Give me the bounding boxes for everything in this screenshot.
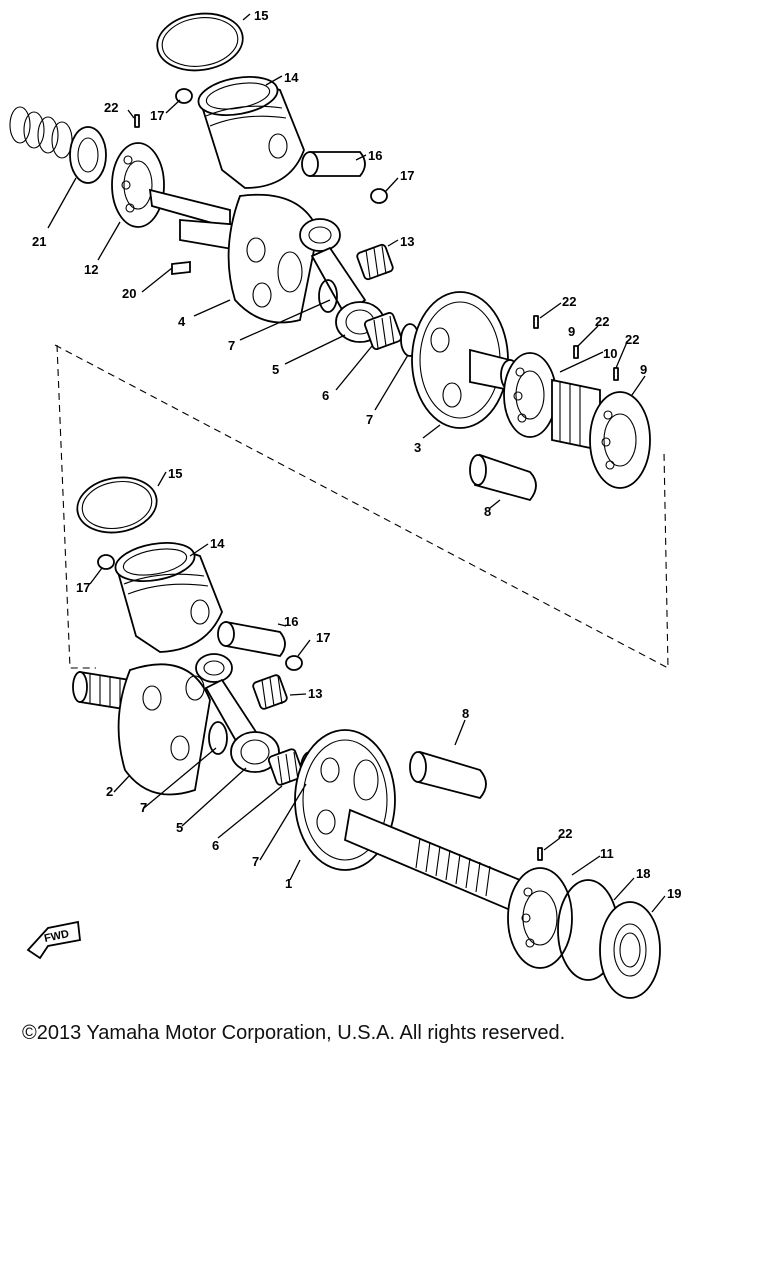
lower-piston-pin xyxy=(217,620,286,657)
copyright-notice: ©2013 Yamaha Motor Corporation, U.S.A. A… xyxy=(22,1022,566,1044)
part-label: 7 xyxy=(252,854,259,869)
upper-crank-shaft-left xyxy=(148,188,241,252)
part-label: 13 xyxy=(400,234,414,249)
part-label: 18 xyxy=(636,866,650,881)
part-label: 16 xyxy=(368,148,382,163)
exploded-parts-diagram: 15 14 17 22 16 17 21 12 13 20 4 22 9 22 … xyxy=(9,8,681,999)
upper-labyrinth-seal xyxy=(551,378,601,452)
part-label: 9 xyxy=(640,362,647,377)
part-label: 13 xyxy=(308,686,322,701)
part-labels: 15 14 17 22 16 17 21 12 13 20 4 22 9 22 … xyxy=(32,8,681,901)
part-label: 5 xyxy=(176,820,183,835)
upper-left-bearing xyxy=(111,142,165,228)
part-label: 22 xyxy=(558,826,572,841)
assembly-dash-outline xyxy=(54,344,669,669)
lower-small-end-bearing xyxy=(252,674,288,710)
fwd-label: FWD xyxy=(43,928,70,945)
part-label: 17 xyxy=(400,168,414,183)
upper-small-end-bearing xyxy=(356,243,394,281)
part-label: 8 xyxy=(484,504,491,519)
part-label: 14 xyxy=(284,70,299,85)
part-label: 15 xyxy=(168,466,182,481)
lower-piston-ring xyxy=(76,476,158,534)
part-label: 21 xyxy=(32,234,46,249)
lower-circlip-right xyxy=(285,655,303,671)
upper-woodruff-key xyxy=(171,260,191,276)
part-label: 20 xyxy=(122,286,136,301)
part-label: 3 xyxy=(414,440,421,455)
part-label: 17 xyxy=(316,630,330,645)
upper-circlip-right xyxy=(370,188,388,204)
lower-oil-seal xyxy=(599,901,661,999)
lower-circlip-left xyxy=(97,554,115,570)
lower-piston xyxy=(114,542,223,653)
part-label: 15 xyxy=(254,8,268,23)
upper-oil-seal xyxy=(69,126,107,184)
part-label: 7 xyxy=(228,338,235,353)
part-label: 5 xyxy=(272,362,279,377)
lower-main-shaft xyxy=(343,808,521,914)
upper-piston-pin xyxy=(301,151,366,177)
upper-right-bearing-a xyxy=(503,352,557,438)
part-label: 7 xyxy=(140,800,147,815)
upper-spring-coils xyxy=(9,106,73,159)
leader-lines xyxy=(47,13,666,913)
part-label: 14 xyxy=(210,536,225,551)
part-label: 2 xyxy=(106,784,113,799)
part-label: 22 xyxy=(595,314,609,329)
lower-crank-web-left xyxy=(117,663,211,796)
part-label: 1 xyxy=(285,876,292,891)
part-label: 10 xyxy=(603,346,617,361)
part-label: 12 xyxy=(84,262,98,277)
part-label: 22 xyxy=(562,294,576,309)
upper-crank-web-left xyxy=(227,193,319,324)
lower-big-end-bearing xyxy=(267,748,305,786)
upper-crank-pin xyxy=(469,453,537,502)
upper-big-end-bearing xyxy=(364,312,402,350)
upper-piston xyxy=(197,76,305,189)
part-label: 22 xyxy=(625,332,639,347)
upper-circlip-left xyxy=(175,88,193,104)
part-label: 8 xyxy=(462,706,469,721)
part-label: 4 xyxy=(178,314,186,329)
lower-crank-pin xyxy=(409,750,487,800)
part-label: 19 xyxy=(667,886,681,901)
part-label: 6 xyxy=(322,388,329,403)
part-label: 7 xyxy=(366,412,373,427)
part-label: 6 xyxy=(212,838,219,853)
part-label: 22 xyxy=(104,100,118,115)
lower-right-bearing xyxy=(507,867,573,969)
lower-dowel-pin xyxy=(537,847,543,861)
upper-piston-ring xyxy=(156,12,244,72)
upper-right-bearing-b xyxy=(589,391,651,489)
part-label: 11 xyxy=(600,846,614,861)
part-label: 17 xyxy=(150,108,164,123)
part-label: 16 xyxy=(284,614,298,629)
part-label: 9 xyxy=(568,324,575,339)
fwd-arrow-icon: FWD xyxy=(26,920,81,960)
lower-connecting-rod xyxy=(195,653,280,773)
part-label: 17 xyxy=(76,580,90,595)
